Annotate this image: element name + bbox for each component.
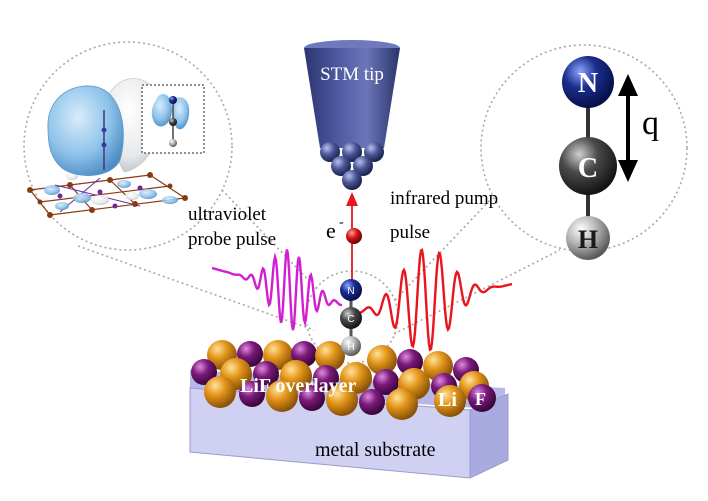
lif-atoms xyxy=(191,340,496,420)
zoom-label-h: H xyxy=(578,225,598,254)
stm-tip-label: STM tip xyxy=(320,64,384,85)
f-label: F xyxy=(475,389,486,409)
overlayer-label: LiF overlayer xyxy=(240,375,357,397)
molecule-atom-c xyxy=(340,307,362,329)
left-zoom-circle xyxy=(23,41,233,251)
li-atom-labeled xyxy=(434,385,466,417)
ir-pulse-label-line2: pulse xyxy=(390,222,430,243)
f-atom-labeled xyxy=(468,384,496,412)
tip-apex-atoms xyxy=(320,142,384,190)
uv-pulse-label-line1: ultraviolet xyxy=(188,204,267,225)
substrate-label: metal substrate xyxy=(315,439,436,461)
ultraviolet-pulse-wave xyxy=(211,249,343,331)
infrared-pulse-wave xyxy=(357,248,513,352)
zoom-atom-c xyxy=(559,137,617,195)
ir-pulse-label-line1: infrared pump xyxy=(390,188,498,209)
zoom-label-c: C xyxy=(578,153,598,184)
molecule-atom-h xyxy=(341,336,361,356)
coordinate-q-label: q xyxy=(642,105,659,142)
stm-tip-body xyxy=(304,48,400,148)
electron-charge-label: - xyxy=(339,215,344,230)
electron-label: e xyxy=(326,218,336,243)
zoom-label-n: N xyxy=(578,68,598,99)
zoom-atom-n xyxy=(562,56,614,108)
li-label: Li xyxy=(438,389,457,411)
hcn-molecule: N C H xyxy=(340,279,362,356)
electron xyxy=(346,228,362,244)
hcn-zoom-inset: N C H q xyxy=(559,56,659,260)
molecule-label-c: C xyxy=(347,314,354,325)
molecule-label-n: N xyxy=(347,286,354,297)
uv-pulse-label-line2: probe pulse xyxy=(188,229,276,250)
electron-arrow-head xyxy=(346,192,358,206)
orbital-lobe-blue xyxy=(47,85,124,176)
stm-tip xyxy=(304,40,400,190)
vibration-double-arrow xyxy=(618,74,638,182)
molecule-atom-n xyxy=(340,279,362,301)
molecule-label-h: H xyxy=(347,342,354,353)
orbital-inset xyxy=(27,78,205,218)
zoom-atom-h xyxy=(566,216,610,260)
